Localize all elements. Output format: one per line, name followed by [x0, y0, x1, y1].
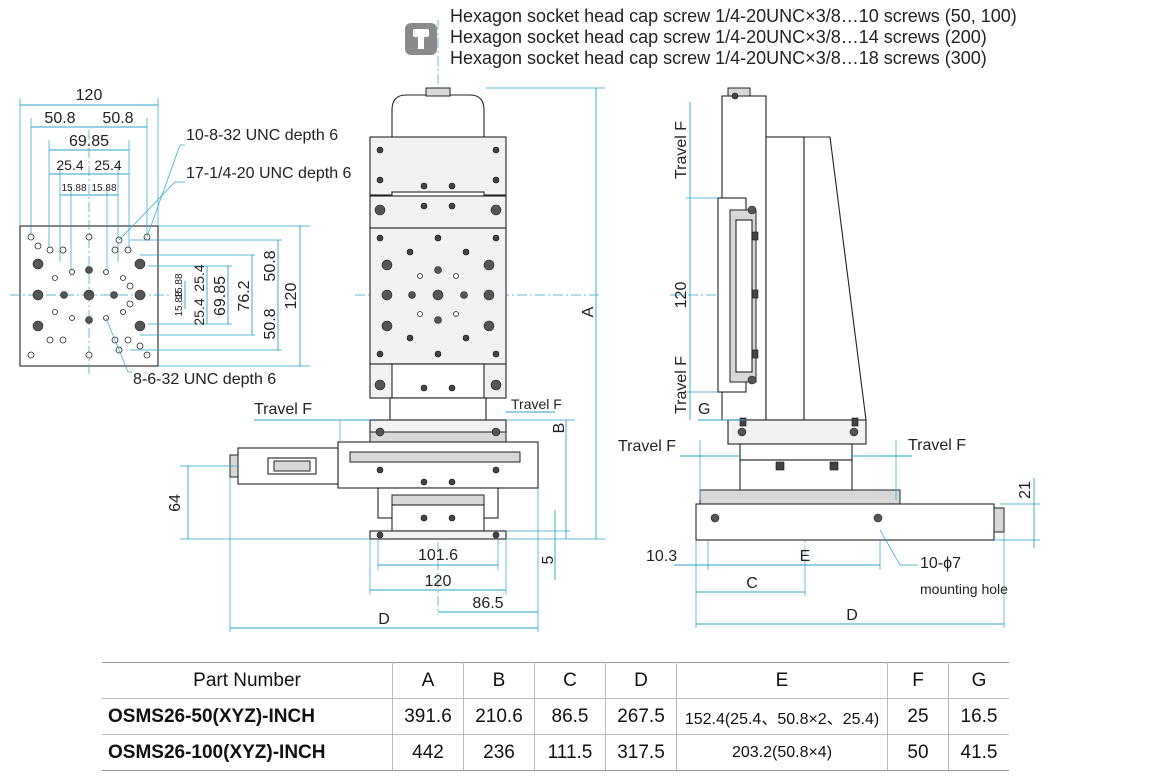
front-travel-f-right: Travel F — [511, 396, 562, 412]
side-mounting-hole-count: 10-ϕ7 — [920, 555, 961, 572]
cell-part: OSMS26-100(XYZ)-INCH — [102, 734, 393, 771]
side-travel-f-upper: Travel F — [673, 121, 690, 179]
front-upper-bracket — [369, 136, 507, 196]
front-travel-f-left: Travel F — [254, 401, 312, 418]
cell-G: 41.5 — [948, 734, 1009, 771]
table-header-row: Part Number A B C D E F G — [102, 662, 1009, 699]
side-dim-E: E — [800, 548, 811, 565]
screw-notes: Hexagon socket head cap screw 1/4-20UNC×… — [450, 6, 1017, 69]
top-dim-120: 120 — [76, 87, 103, 104]
side-screws — [710, 92, 883, 523]
front-dim-A: A — [580, 306, 597, 317]
side-travel-f-left: Travel F — [618, 438, 676, 455]
table-row: OSMS26-50(XYZ)-INCH 391.6 210.6 86.5 267… — [102, 698, 1009, 735]
top-view: 120 50.8 50.8 69.85 25.4 25.4 15.88 15.8… — [10, 87, 352, 388]
side-view: Travel F 120 Travel F G Travel F Travel … — [618, 87, 1040, 628]
front-dim-D: D — [378, 611, 390, 628]
side-xy-base — [695, 503, 995, 541]
top-dim-v-50-8-b: 50.8 — [262, 308, 279, 339]
front-view: A B 5 64 101.6 120 86.5 D Travel F Trav — [167, 20, 605, 632]
cell-A: 391.6 — [392, 698, 464, 735]
cell-E: 152.4(25.4、50.8×2、25.4) — [676, 698, 888, 735]
front-dim-5: 5 — [540, 555, 557, 564]
top-dim-15-88-left: 15.88 — [61, 183, 86, 194]
screw-note-2: Hexagon socket head cap screw 1/4-20UNC×… — [450, 27, 987, 47]
side-dim-10-3: 10.3 — [646, 548, 677, 565]
front-screws — [374, 146, 502, 539]
top-dim-50-8-left: 50.8 — [44, 110, 75, 127]
header-part-number: Part Number — [102, 662, 393, 699]
cell-D: 267.5 — [605, 698, 677, 735]
top-dim-v-25-4-b: 25.4 — [191, 298, 207, 325]
callout-17-1-4-20: 17-1/4-20 UNC depth 6 — [186, 165, 352, 182]
side-travel-f-lower: Travel F — [673, 356, 690, 414]
front-dim-101-6: 101.6 — [418, 547, 458, 564]
side-xy-top — [699, 489, 901, 505]
side-dim-C: C — [746, 575, 758, 592]
side-dim-120: 120 — [673, 282, 690, 309]
front-dim-86-5: 86.5 — [472, 595, 503, 612]
front-xy-stage — [337, 441, 539, 489]
table-row: OSMS26-100(XYZ)-INCH 442 236 111.5 317.5… — [102, 734, 1009, 771]
front-dim-64: 64 — [167, 494, 184, 512]
cell-D: 317.5 — [605, 734, 677, 771]
cell-B: 236 — [463, 734, 535, 771]
cell-A: 442 — [392, 734, 464, 771]
screw-icon — [405, 23, 437, 55]
top-dim-25-4-left: 25.4 — [56, 157, 83, 173]
header-B: B — [463, 662, 535, 699]
screw-note-3: Hexagon socket head cap screw 1/4-20UNC×… — [450, 48, 987, 68]
top-dim-15-88-right: 15.88 — [91, 183, 116, 194]
top-dim-v-120: 120 — [283, 283, 300, 310]
top-holes — [27, 233, 151, 359]
side-z-base — [727, 419, 867, 445]
top-dim-v-15-88-a: 15.88 — [174, 273, 185, 298]
top-dim-69-85: 69.85 — [69, 133, 109, 150]
top-dim-v-69-85: 69.85 — [212, 276, 229, 316]
cell-G: 16.5 — [948, 698, 1009, 735]
cell-C: 86.5 — [534, 698, 606, 735]
top-dim-v-15-88-b: 15.88 — [174, 291, 185, 316]
cell-C: 111.5 — [534, 734, 606, 771]
top-dim-25-4-right: 25.4 — [94, 157, 121, 173]
front-dim-120: 120 — [425, 573, 452, 590]
side-bracket-gusset — [803, 136, 867, 421]
side-travel-f-right: Travel F — [908, 437, 966, 454]
header-E: E — [676, 662, 888, 699]
side-dim-D: D — [846, 607, 858, 624]
spec-table: Part Number A B C D E F G OSMS26-50(XYZ)… — [102, 662, 1009, 771]
callout-10-8-32: 10-8-32 UNC depth 6 — [186, 127, 338, 144]
cell-part: OSMS26-50(XYZ)-INCH — [102, 698, 393, 735]
top-dim-50-8-right: 50.8 — [102, 110, 133, 127]
cell-F: 50 — [887, 734, 949, 771]
header-C: C — [534, 662, 606, 699]
cell-B: 210.6 — [463, 698, 535, 735]
front-dim-B: B — [551, 423, 568, 434]
cell-E: 203.2(50.8×4) — [676, 734, 888, 771]
side-dim-G: G — [698, 401, 710, 418]
top-dim-v-25-4-a: 25.4 — [191, 264, 207, 291]
header-A: A — [392, 662, 464, 699]
header-D: D — [605, 662, 677, 699]
callout-8-6-32: 8-6-32 UNC depth 6 — [133, 371, 276, 388]
cell-F: 25 — [887, 698, 949, 735]
side-dim-21: 21 — [1017, 481, 1034, 499]
screw-note-1: Hexagon socket head cap screw 1/4-20UNC×… — [450, 6, 1017, 26]
header-F: F — [887, 662, 949, 699]
top-dim-v-76-2: 76.2 — [236, 280, 253, 311]
top-dim-v-50-8-a: 50.8 — [262, 250, 279, 281]
side-mounting-hole-label: mounting hole — [920, 581, 1008, 597]
header-G: G — [948, 662, 1009, 699]
